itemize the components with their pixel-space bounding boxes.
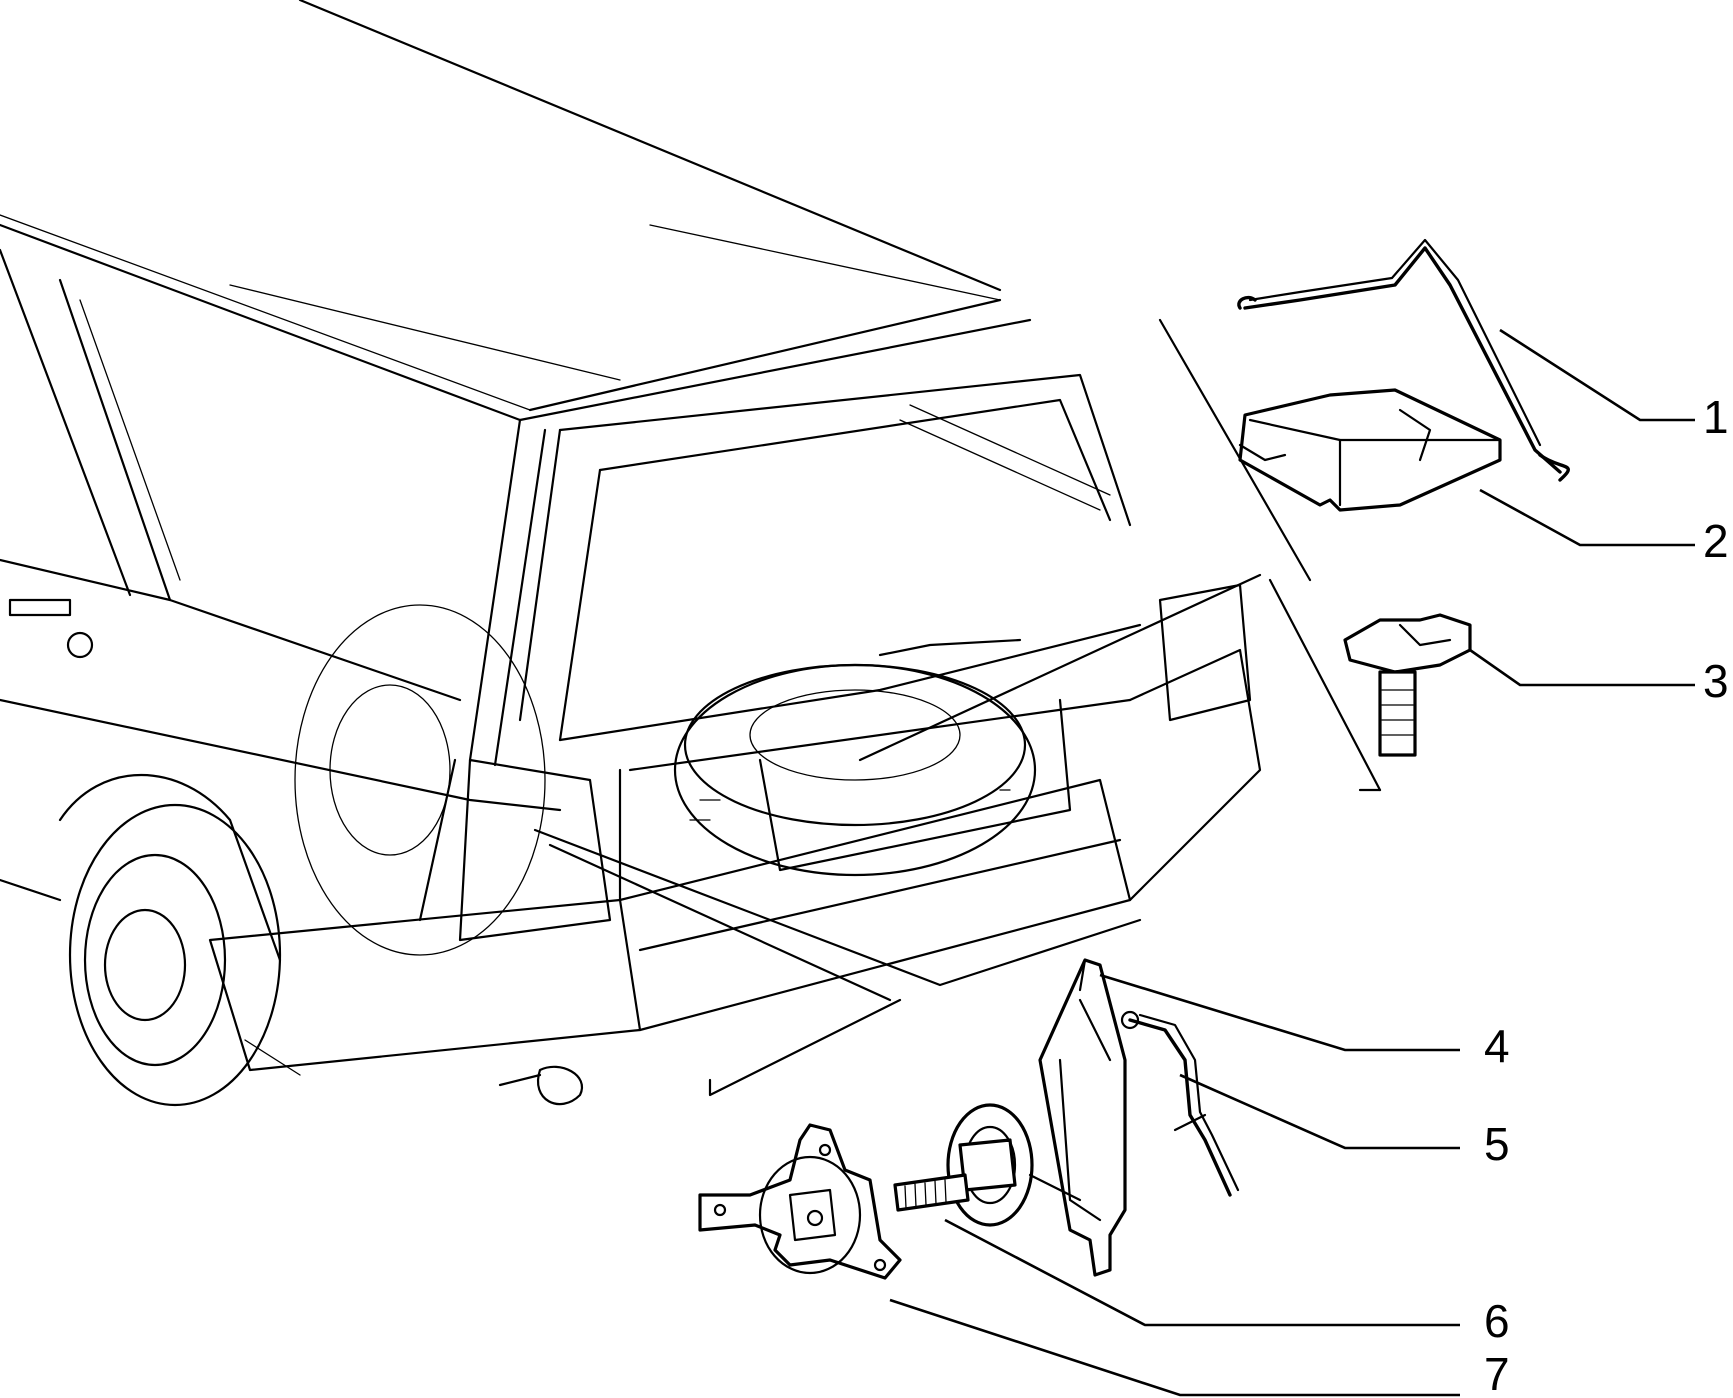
leader-lines: [889, 328, 1695, 1397]
leader-4: [1099, 973, 1460, 1052]
callout-6: 6: [1484, 1295, 1510, 1347]
leader-3: [1469, 648, 1695, 687]
leader-2: [1479, 488, 1695, 547]
station-wagon-rear-view: [0, 0, 1382, 1107]
callout-3: 3: [1703, 655, 1729, 707]
part-4-bracket-plate: [1038, 958, 1127, 1277]
callout-1: 1: [1703, 391, 1729, 443]
callout-5: 5: [1484, 1118, 1510, 1170]
part-1-rod-hook: [1237, 238, 1570, 482]
part-3-clamp-bolt: [1343, 613, 1472, 757]
callout-2: 2: [1703, 515, 1729, 567]
part-5-rod: [1120, 1010, 1240, 1197]
leader-1: [1499, 328, 1695, 422]
leader-6: [944, 1218, 1460, 1327]
part-6-wing-bolt: [893, 1103, 1082, 1227]
callout-4: 4: [1484, 1020, 1510, 1072]
leader-7: [889, 1298, 1460, 1397]
callout-labels: 1 2 3 4 5 6 7: [1484, 391, 1729, 1398]
leader-5: [1179, 1073, 1460, 1150]
part-7-hub-bracket: [698, 1123, 902, 1280]
callout-7: 7: [1484, 1348, 1510, 1398]
part-2-support-block: [1238, 388, 1502, 512]
